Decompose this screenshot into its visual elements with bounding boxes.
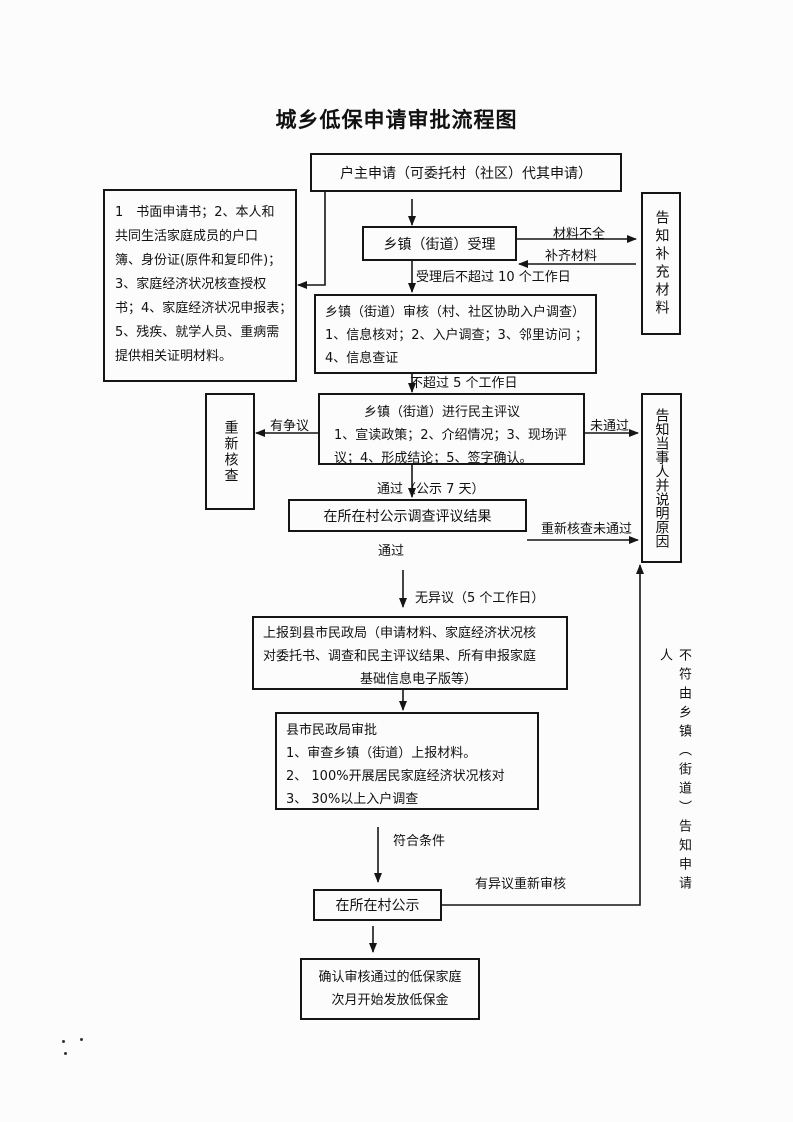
scan-speck (62, 1040, 65, 1043)
materials-box: 1 书面申请书；2、本人和 共同生活家庭成员的户口 簿、身份证(原件和复印件)；… (103, 189, 297, 382)
materials-line: 5、残疾、就学人员、重病需 (115, 325, 280, 340)
label-notify-applicant: 不符由乡镇（街道）告知申请人 (657, 648, 691, 895)
materials-line: 提供相关证明材料。 (115, 349, 233, 364)
materials-line: 1 书面申请书；2、本人和 (115, 205, 275, 220)
label-objection-recheck: 有异议重新审核 (475, 877, 567, 892)
notify-party-box: 告知当事人并说明原因 (641, 393, 682, 563)
evaluate-box: 乡镇（街道）进行民主评议 1、宣读政策；2、介绍情况；3、现场评 议；4、形成结… (318, 393, 585, 466)
apply-box: 户主申请（可委托村（社区）代其申请） (310, 153, 622, 192)
evaluate-line: 议；4、形成结论；5、签字确认。 (334, 451, 533, 466)
evaluate-line: 乡镇（街道）进行民主评议 (364, 405, 521, 420)
notify-supplement-text: 告知补充材料 (653, 209, 670, 318)
county-review-line: 1、审查乡镇（街道）上报材料。 (286, 746, 477, 761)
label-passed: 通过 (378, 544, 405, 559)
county-review-box: 县市民政局审批 1、审查乡镇（街道）上报材料。 2、 100%开展居民家庭经济状… (275, 712, 539, 810)
scan-speck (80, 1038, 83, 1041)
publicize-village-box: 在所在村公示调查评议结果 (288, 499, 527, 532)
page-title: 城乡低保申请审批流程图 (275, 108, 518, 132)
label-qualified: 符合条件 (393, 834, 446, 849)
final-publicize-box: 在所在村公示 (313, 889, 442, 921)
review-box: 乡镇（街道）审核（村、社区协助入户调查） 1、信息核对；2、入户调查；3、邻里访… (314, 294, 597, 374)
county-review-line: 3、 30%以上入户调查 (286, 792, 419, 807)
county-review-line: 县市民政局审批 (286, 723, 378, 738)
materials-line: 3、家庭经济状况核查授权 (115, 277, 267, 292)
evaluate-line: 1、宣读政策；2、介绍情况；3、现场评 (334, 428, 567, 443)
review-line: 4、信息查证 (325, 351, 399, 366)
accept-box: 乡镇（街道）受理 (362, 226, 517, 261)
label-supplemented: 补齐材料 (545, 249, 598, 264)
label-recheck-failed: 重新核查未通过 (541, 522, 633, 537)
confirm-box: 确认审核通过的低保家庭 次月开始发放低保金 (300, 958, 480, 1020)
materials-line: 簿、身份证(原件和复印件)； (115, 253, 282, 268)
apply-text: 户主申请（可委托村（社区）代其申请） (340, 165, 592, 182)
final-publicize-text: 在所在村公示 (335, 898, 420, 914)
accept-text: 乡镇（街道）受理 (383, 236, 496, 253)
label-within-5-days: 不超过 5 个工作日 (410, 376, 518, 391)
report-county-box: 上报到县市民政局（申请材料、家庭经济状况核 对委托书、调查和民主评议结果、所有申… (252, 616, 568, 690)
label-no-objection: 无异议（5 个工作日） (415, 591, 545, 606)
notify-party-text: 告知当事人并说明原因 (653, 408, 670, 548)
materials-line: 书；4、家庭经济状况申报表； (115, 301, 293, 316)
confirm-line: 确认审核通过的低保家庭 (318, 970, 462, 985)
scan-speck (64, 1052, 67, 1055)
recheck-box: 重新核查 (205, 393, 255, 510)
label-not-passed: 未通过 (590, 419, 630, 434)
label-within-10-days: 受理后不超过 10 个工作日 (416, 270, 571, 285)
label-disputed: 有争议 (270, 419, 310, 434)
review-line: 乡镇（街道）审核（村、社区协助入户调查） (325, 305, 586, 320)
review-line: 1、信息核对；2、入户调查；3、邻里访问 ； (325, 328, 588, 343)
materials-line: 共同生活家庭成员的户口 (115, 229, 259, 244)
publicize-village-text: 在所在村公示调查评议结果 (323, 508, 492, 525)
arrow-objection-recheck (442, 564, 644, 906)
notify-supplement-box: 告知补充材料 (641, 192, 681, 335)
report-line: 基础信息电子版等） (360, 672, 478, 687)
confirm-line: 次月开始发放低保金 (331, 993, 449, 1008)
report-line: 对委托书、调查和民主评议结果、所有申报家庭 (263, 649, 537, 664)
recheck-text: 重新核查 (222, 419, 239, 484)
label-incomplete: 材料不全 (553, 227, 606, 242)
report-line: 上报到县市民政局（申请材料、家庭经济状况核 (263, 626, 537, 641)
label-passed-7days: 通过（公示 7 天） (377, 482, 485, 497)
arrow-apply-to-materials (297, 192, 326, 289)
county-review-line: 2、 100%开展居民家庭经济状况核对 (286, 769, 505, 784)
